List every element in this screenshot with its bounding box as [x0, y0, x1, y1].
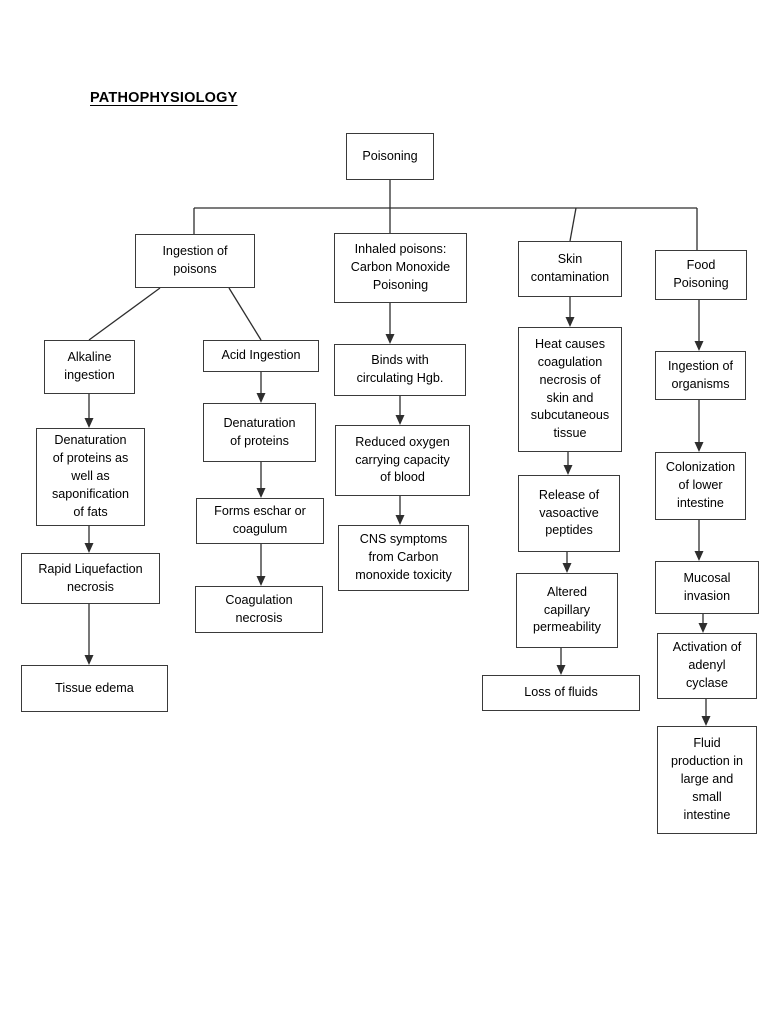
- node-mucosal-invasion[interactable]: Mucosal invasion: [655, 561, 759, 614]
- node-reduced-oxygen-capacity[interactable]: Reduced oxygen carrying capacity of bloo…: [335, 425, 470, 496]
- node-coagulation-necrosis[interactable]: Coagulation necrosis: [195, 586, 323, 633]
- page-title: PATHOPHYSIOLOGY: [90, 90, 238, 106]
- arrowhead-food-3: [694, 551, 704, 561]
- arrowhead-acid-1: [256, 393, 266, 403]
- node-heat-causes-coagulation-necrosis[interactable]: Heat causes coagulation necrosis of skin…: [518, 327, 622, 452]
- node-release-vasoactive-peptides[interactable]: Release of vasoactive peptides: [518, 475, 620, 552]
- node-food-poisoning[interactable]: Food Poisoning: [655, 250, 747, 300]
- node-altered-capillary-permeability[interactable]: Altered capillary permeability: [516, 573, 618, 648]
- arrowhead-co-2: [395, 415, 405, 425]
- node-ingestion-of-organisms[interactable]: Ingestion of organisms: [655, 351, 746, 400]
- arrowhead-co-1: [385, 334, 395, 344]
- arrowhead-co-3: [395, 515, 405, 525]
- node-forms-eschar-coagulum[interactable]: Forms eschar or coagulum: [196, 498, 324, 544]
- node-inhaled-poisons[interactable]: Inhaled poisons: Carbon Monoxide Poisoni…: [334, 233, 467, 303]
- node-fluid-production-intestine[interactable]: Fluid production in large and small inte…: [657, 726, 757, 834]
- arrowhead-skin-1: [565, 317, 575, 327]
- node-tissue-edema[interactable]: Tissue edema: [21, 665, 168, 712]
- edge-bus-to-skin: [569, 207, 577, 242]
- node-poisoning[interactable]: Poisoning: [346, 133, 434, 180]
- arrowhead-alkaline-1: [84, 418, 94, 428]
- node-rapid-liquefaction-necrosis[interactable]: Rapid Liquefaction necrosis: [21, 553, 160, 604]
- node-loss-of-fluids[interactable]: Loss of fluids: [482, 675, 640, 711]
- node-activation-adenyl-cyclase[interactable]: Activation of adenyl cyclase: [657, 633, 757, 699]
- node-skin-contamination[interactable]: Skin contamination: [518, 241, 622, 297]
- node-colonization-lower-intestine[interactable]: Colonization of lower intestine: [655, 452, 746, 520]
- edge-ingestion-to-alkaline: [88, 287, 161, 341]
- node-cns-symptoms[interactable]: CNS symptoms from Carbon monoxide toxici…: [338, 525, 469, 591]
- arrowhead-skin-3: [562, 563, 572, 573]
- arrowhead-skin-4: [556, 665, 566, 675]
- node-alkaline-ingestion[interactable]: Alkaline ingestion: [44, 340, 135, 394]
- arrowhead-acid-3: [256, 576, 266, 586]
- node-acid-ingestion[interactable]: Acid Ingestion: [203, 340, 319, 372]
- arrowhead-skin-2: [563, 465, 573, 475]
- node-denaturation-saponification[interactable]: Denaturation of proteins as well as sapo…: [36, 428, 145, 526]
- arrowhead-food-5: [701, 716, 711, 726]
- node-binds-with-hgb[interactable]: Binds with circulating Hgb.: [334, 344, 466, 396]
- node-ingestion-of-poisons[interactable]: Ingestion of poisons: [135, 234, 255, 288]
- arrowhead-food-1: [694, 341, 704, 351]
- node-denaturation-of-proteins[interactable]: Denaturation of proteins: [203, 403, 316, 462]
- arrowhead-alkaline-2: [84, 543, 94, 553]
- arrowhead-alkaline-3: [84, 655, 94, 665]
- arrowhead-food-4: [698, 623, 708, 633]
- edge-ingestion-to-acid: [228, 287, 262, 341]
- arrowhead-food-2: [694, 442, 704, 452]
- arrowhead-acid-2: [256, 488, 266, 498]
